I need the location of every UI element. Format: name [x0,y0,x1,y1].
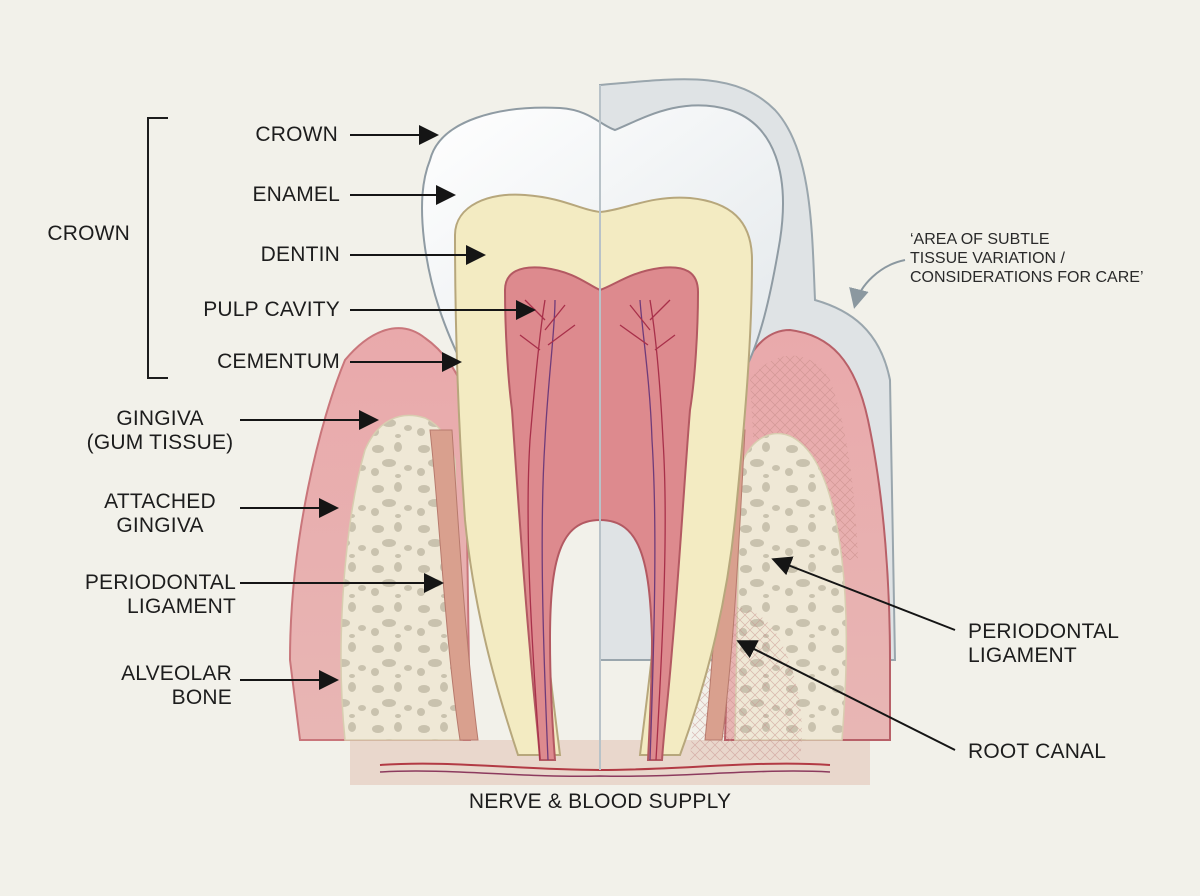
label-attached-gingiva-line1: ATTACHED [104,490,216,513]
label-crown: CROWN [255,123,338,146]
crown-bracket [147,117,168,379]
pulp-shape [503,266,700,761]
annotation-note: ‘AREA OF SUBTLE TISSUE VARIATION / CONSI… [910,230,1170,287]
label-periodontal-left: PERIODONTAL LIGAMENT [60,571,236,619]
label-nerve-blood-supply: NERVE & BLOOD SUPPLY [468,790,732,813]
label-alveolar-line1: ALVEOLAR [121,662,232,685]
label-attached-gingiva-line2: GINGIVA [116,514,204,537]
label-periodontal-left-line2: LIGAMENT [127,595,236,618]
label-periodontal-right: PERIODONTAL LIGAMENT [968,620,1148,668]
label-alveolar-line2: BONE [171,686,232,709]
label-root-canal: ROOT CANAL [968,740,1107,763]
leader-lines [240,125,956,751]
label-periodontal-right-line2: LIGAMENT [968,644,1077,667]
label-alveolar-bone: ALVEOLAR BONE [90,662,232,710]
note-arrow [849,259,906,309]
label-periodontal-right-line1: PERIODONTAL [968,620,1120,643]
label-enamel: ENAMEL [252,183,340,206]
label-attached-gingiva: ATTACHED GINGIVA [90,490,230,538]
label-gingiva: GINGIVA (GUM TISSUE) [80,407,240,455]
label-pulp-cavity: PULP CAVITY [203,298,340,321]
label-dentin: DENTIN [260,243,340,266]
arrow-pdl-right [771,556,956,631]
pdl-left-band [429,429,479,741]
label-crown-group: CROWN [47,222,130,245]
arrow-root-canal [736,640,956,751]
label-periodontal-left-line1: PERIODONTAL [84,571,236,594]
annotation-note-line1: ‘AREA OF SUBTLE [910,231,1050,248]
annotation-note-line2: TISSUE VARIATION / [910,250,1065,267]
label-cementum: CEMENTUM [217,350,340,373]
label-gingiva-line1: GINGIVA [116,407,204,430]
label-gingiva-line2: (GUM TISSUE) [86,431,234,454]
annotation-note-line3: CONSIDERATIONS FOR CARE’ [910,269,1144,286]
